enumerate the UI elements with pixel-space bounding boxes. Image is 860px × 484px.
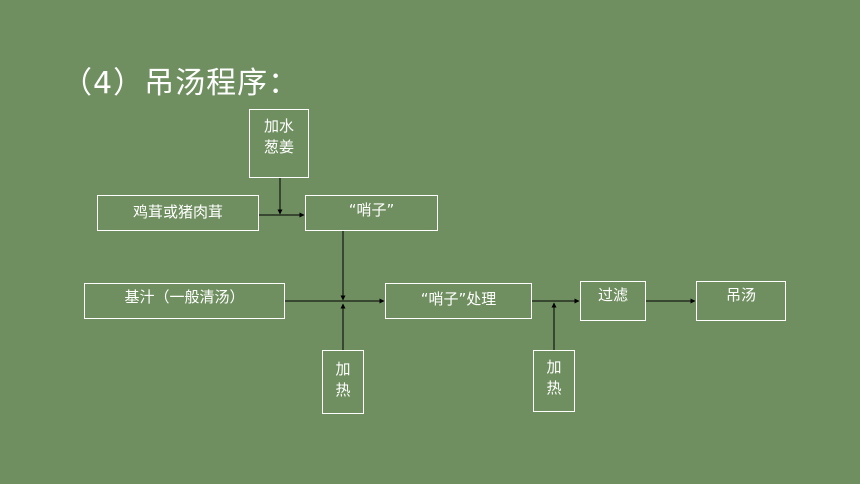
node-hanging-stock: 吊汤 [696, 281, 786, 321]
node-hanging-stock-label: 吊汤 [725, 286, 756, 304]
node-shaozi: “哨子” [305, 195, 438, 231]
node-add-water-line2: 葱姜 [263, 138, 294, 156]
node-add-water-ginger: 加水 葱姜 [249, 109, 309, 178]
node-heat-1-line1: 加 [335, 360, 351, 378]
node-heat-2-line2: 热 [546, 379, 562, 397]
node-heat-1: 加 热 [322, 350, 364, 414]
node-heat-2-line1: 加 [546, 358, 562, 376]
node-base-stock-label: 基汁（一般清汤） [124, 288, 245, 306]
node-add-water-line1: 加水 [263, 117, 294, 135]
node-filter-label: 过滤 [597, 286, 628, 304]
page-title: （4）吊汤程序： [62, 66, 300, 101]
node-shaozi-processing-label: “哨子”处理 [420, 290, 497, 308]
node-shaozi-processing: “哨子”处理 [385, 283, 532, 319]
node-chicken-label: 鸡茸或猪肉茸 [132, 203, 223, 221]
node-chicken-or-pork-paste: 鸡茸或猪肉茸 [97, 195, 259, 231]
node-filter: 过滤 [580, 281, 646, 321]
node-heat-1-line2: 热 [335, 381, 351, 399]
node-shaozi-label: “哨子” [348, 201, 395, 219]
node-base-stock: 基汁（一般清汤） [84, 283, 285, 319]
node-heat-2: 加 热 [533, 350, 575, 412]
